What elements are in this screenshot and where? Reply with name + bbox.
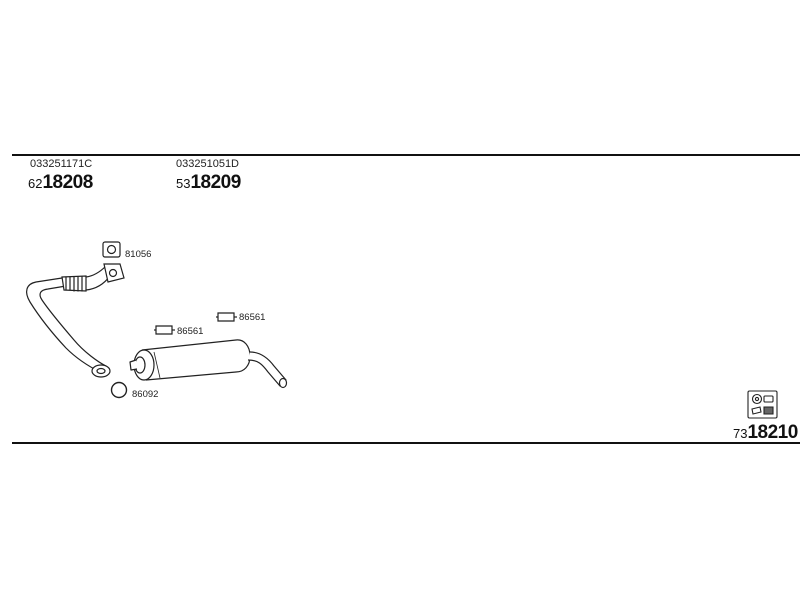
part2-number-prefix: 53 [176,176,191,191]
part1-number-main: 18208 [42,172,93,193]
hanger-lower-label: 86561 [177,326,203,337]
hanger-upper-label: 86561 [239,312,265,323]
top-divider-line [12,154,800,156]
part2-oe-number: 033251051D [176,158,240,170]
part1-number-prefix: 62 [28,176,43,191]
pipe-outlet-flange [91,364,111,378]
kit-number: 7318210 [733,422,798,444]
flange-gasket-icon [102,241,121,258]
part1-number: 6218208 [28,172,93,194]
ring-gasket-label: 86092 [132,389,158,400]
part2-number: 5318209 [176,172,241,194]
flange-gasket-label: 81056 [125,249,151,260]
hanger-upper-icon [216,312,237,322]
front-pipe [26,265,111,373]
part2-number-main: 18209 [190,172,241,193]
hanger-lower-icon [154,325,175,335]
kit-number-prefix: 73 [733,426,748,441]
rear-silencer [129,339,288,389]
pipe-inlet-flange [103,263,125,283]
ring-gasket-icon [110,381,128,399]
mounting-kit-icon [747,390,778,419]
part1-oe-number: 033251171C [30,158,93,170]
kit-number-main: 18210 [747,422,798,443]
bottom-divider-line [12,442,800,444]
